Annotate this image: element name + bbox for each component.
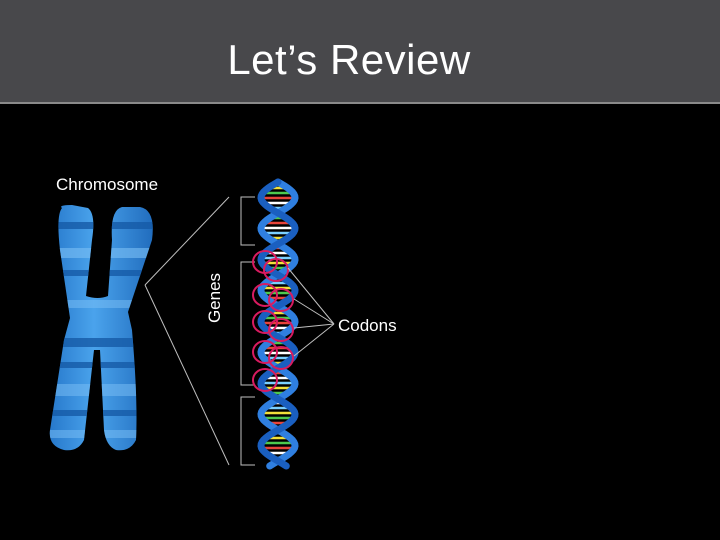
codon-circle [263,258,289,282]
gene-brackets [240,196,255,466]
chromosome-band [49,410,153,416]
codon-circles [252,250,294,392]
codon-circle [268,318,294,342]
chromosome-band [49,248,153,258]
chromosome-band [49,338,153,347]
codon-circle [252,340,278,364]
chromosome [49,205,153,451]
gene-bracket-2 [240,261,255,386]
title-bar: Let’s Review [0,0,720,104]
slide-title: Let’s Review [227,36,471,83]
dna-helix [257,178,299,470]
chromosome-band [49,384,153,396]
codon-circle [252,283,278,307]
codon-circle [268,288,294,312]
chromosome-band [49,222,153,229]
codon-pointers [287,267,335,357]
gene-bracket-3 [240,396,255,466]
codon-circle [252,310,278,334]
codon-circle [268,346,294,370]
zoom-line-bottom [144,284,230,466]
chromosome-band [49,270,153,276]
chromosome-band [49,300,153,308]
codon-circle [252,368,278,392]
zoom-line-top [144,196,230,286]
gene-bracket-1 [240,196,255,246]
chromosome-label: Chromosome [56,175,159,194]
chromosome-band [49,362,153,368]
chromosome-band [49,430,153,438]
codons-label: Codons [338,316,397,335]
